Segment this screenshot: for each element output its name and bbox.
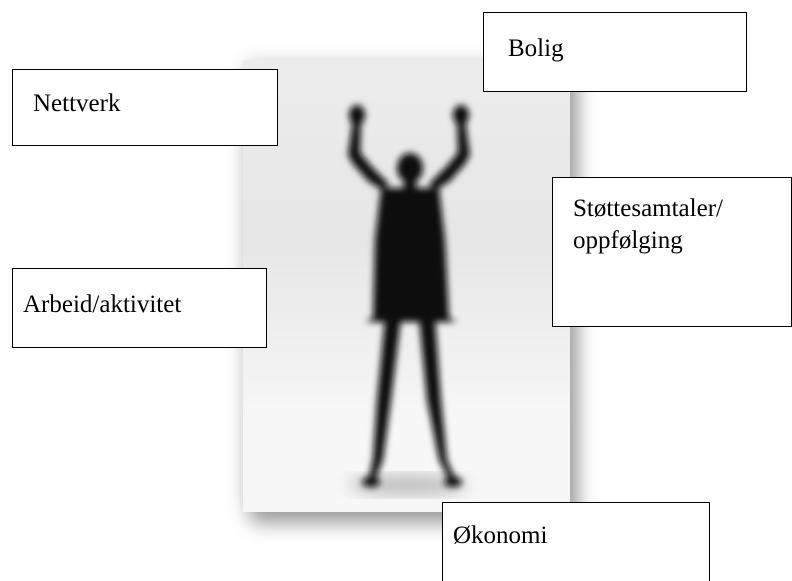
stottesamtaler-box: Støttesamtaler/ oppfølging bbox=[552, 177, 792, 327]
nettverk-box: Nettverk bbox=[12, 69, 278, 146]
bolig-label: Bolig bbox=[508, 35, 564, 62]
silhouette-photo bbox=[243, 60, 570, 512]
okonomi-label: Økonomi bbox=[453, 522, 548, 549]
arbeid-label: Arbeid/aktivitet bbox=[23, 291, 182, 318]
okonomi-box: Økonomi bbox=[442, 502, 710, 581]
arbeid-box: Arbeid/aktivitet bbox=[12, 268, 267, 348]
nettverk-label: Nettverk bbox=[33, 90, 121, 117]
stottesamtaler-label-line2: oppfølging bbox=[573, 227, 683, 254]
person-silhouette-image bbox=[243, 105, 570, 512]
stottesamtaler-label-line1: Støttesamtaler/ bbox=[573, 195, 723, 222]
bolig-box: Bolig bbox=[483, 12, 747, 92]
